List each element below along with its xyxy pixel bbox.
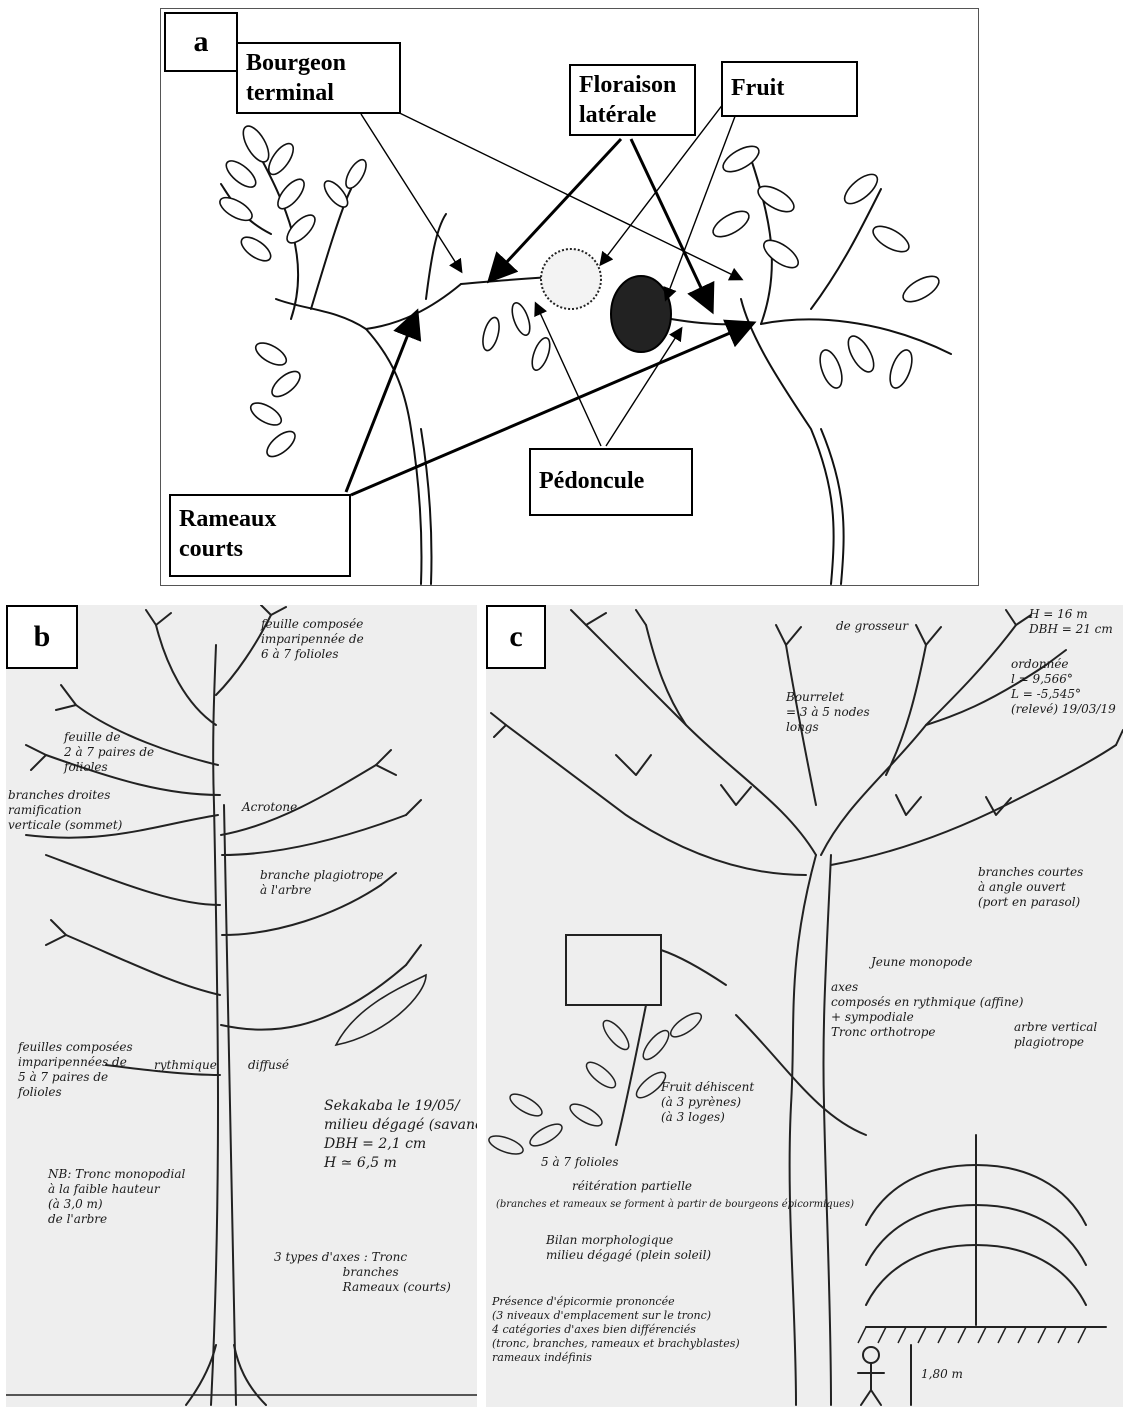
note-reiteration-sub: (branches et rameaux se forment à partir…: [496, 1197, 854, 1212]
note-arbre-vertical: arbre vertical plagiotrope: [1014, 1020, 1097, 1050]
note-st-folioles: 5 à 7 folioles: [541, 1155, 619, 1170]
label-pedoncule: Pédoncule: [529, 448, 693, 516]
note-bilan: Bilan morphologique milieu dégagé (plein…: [546, 1233, 711, 1263]
label-fruit: Fruit: [721, 61, 858, 117]
panel-c: c H = 16 m DBH = 21 cm de grosseur ordon…: [486, 605, 1123, 1407]
note-feuille-composee: feuille composée imparipennée de 6 à 7 f…: [261, 617, 364, 662]
note-bourrelet: Bourrelet = 3 à 5 nodes longs: [786, 690, 870, 735]
note-coords: ordonnée l = 9,566° L = -5,545° (relevé)…: [1011, 657, 1116, 717]
fruit-round-icon: [541, 249, 601, 309]
note-footer: Présence d'épicormie prononcée (3 niveau…: [492, 1295, 740, 1365]
note-branches: branches droites ramification verticale …: [8, 788, 122, 833]
note-diffuse: diffusé: [248, 1058, 289, 1073]
fruit-dark-icon: [611, 276, 671, 352]
label-rameaux-courts: Rameaux courts: [169, 494, 351, 577]
note-top-right: H = 16 m DBH = 21 cm: [1029, 607, 1113, 637]
note-rythmique: rythmique: [154, 1058, 217, 1073]
panel-letter: a: [164, 12, 238, 72]
note-types-axes: 3 types d'axes : Tronc branches Rameaux …: [274, 1250, 451, 1295]
note-branche-plagiotrope: branche plagiotrope à l'arbre: [260, 868, 384, 898]
label-bourgeon-terminal: Bourgeon terminal: [236, 42, 401, 114]
note-jeunes: Jeune monopode: [871, 955, 973, 970]
note-fruit: Fruit déhiscent (à 3 pyrènes) (à 3 loges…: [661, 1080, 754, 1125]
note-top-mid: de grosseur: [836, 619, 908, 634]
note-axes: axes composés en rythmique (affine) + sy…: [831, 980, 1023, 1040]
note-feuille-paires: feuille de 2 à 7 paires de folioles: [64, 730, 154, 775]
note-nb: NB: Tronc monopodial à la faible hauteur…: [48, 1167, 185, 1227]
label-floraison-laterale: Floraison latérale: [569, 64, 696, 136]
note-acrotone: Acrotone: [242, 800, 297, 815]
panel-letter: b: [6, 605, 78, 669]
panel-b: b feuille composée imparipennée de 6 à 7…: [6, 605, 477, 1407]
panel-letter: c: [486, 605, 546, 669]
note-scale: 1,80 m: [921, 1367, 963, 1382]
panel-a: a Bourgeon terminal Floraison latérale F…: [160, 8, 979, 586]
note-imparipennee: feuilles composées imparipennées de 5 à …: [18, 1040, 133, 1100]
note-site-info: Sekakaba le 19/05/ milieu dégagé (savane…: [324, 1097, 477, 1173]
note-reiteration: réitération partielle: [572, 1179, 692, 1194]
note-branches-right: branches courtes à angle ouvert (port en…: [978, 865, 1083, 910]
